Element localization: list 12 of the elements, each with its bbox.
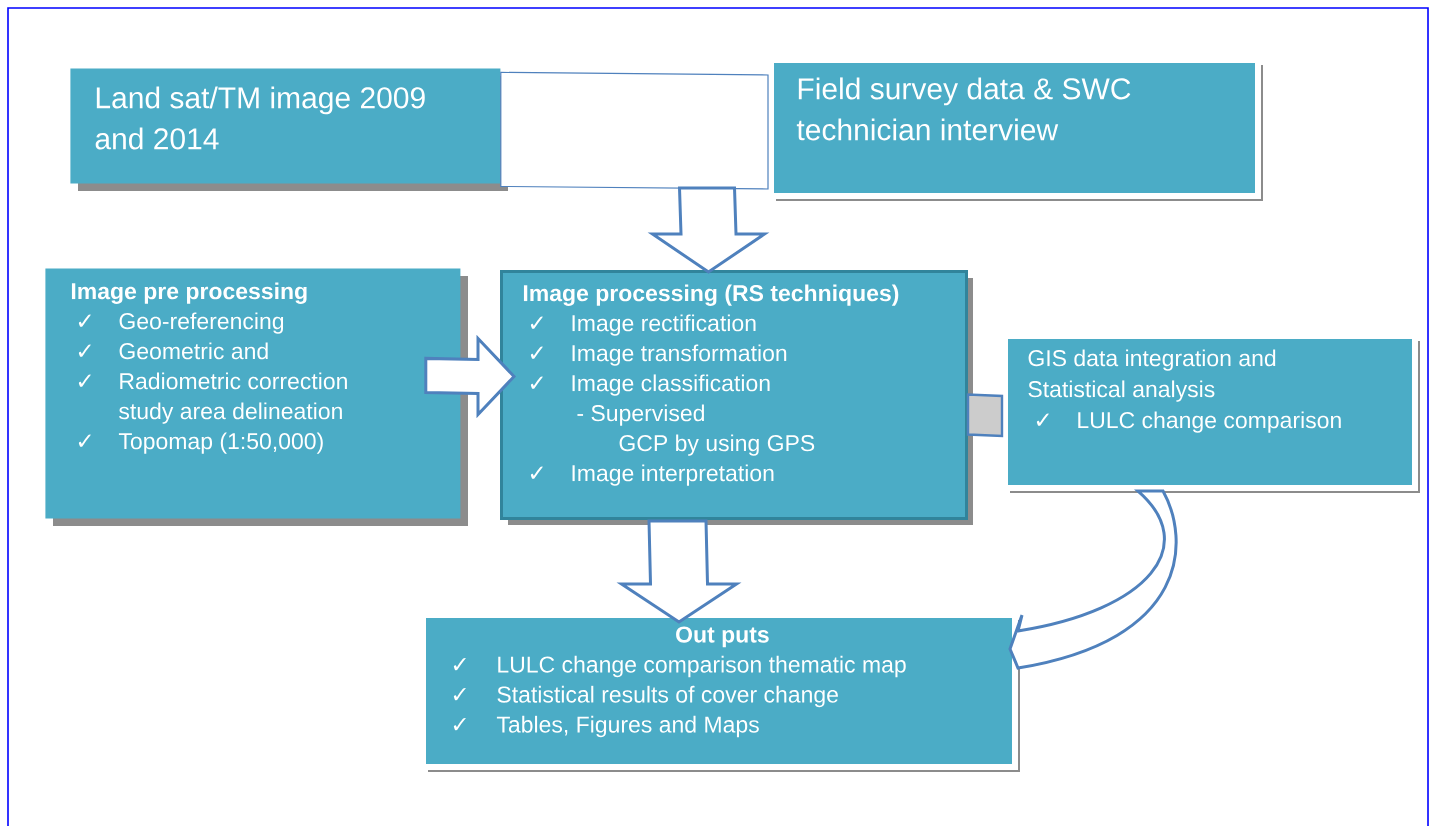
- process-box: Field survey data & SWC technician interview: [768, 57, 1261, 199]
- connector-band: [500, 71, 769, 190]
- process-box: GIS data integration and Statistical analysis ✓ LULC change comparison: [1002, 333, 1418, 491]
- process-box: Image pre processing ✓ Geo-referencing ✓ Geometric and ✓ Radiometric correction study area delineation ✓ Topomap (1:50,000): [45, 268, 461, 519]
- block-arrow: [616, 519, 742, 624]
- connector-band: [966, 393, 1004, 438]
- curved-arrow: [1008, 489, 1178, 670]
- process-box: Land sat/TM image 2009 and 2014: [70, 68, 501, 184]
- block-arrow: [424, 334, 517, 419]
- process-box: Image processing (RS techniques) ✓ Image rectification ✓ Image transformation ✓ Image classification - Supervised GCP by using GPS ✓ Image interpretation: [500, 270, 968, 520]
- block-arrow: [647, 186, 770, 274]
- process-box: Out puts ✓ LULC change comparison thematic map ✓ Statistical results of cover change ✓ Tables, Figures and Maps: [420, 612, 1018, 770]
